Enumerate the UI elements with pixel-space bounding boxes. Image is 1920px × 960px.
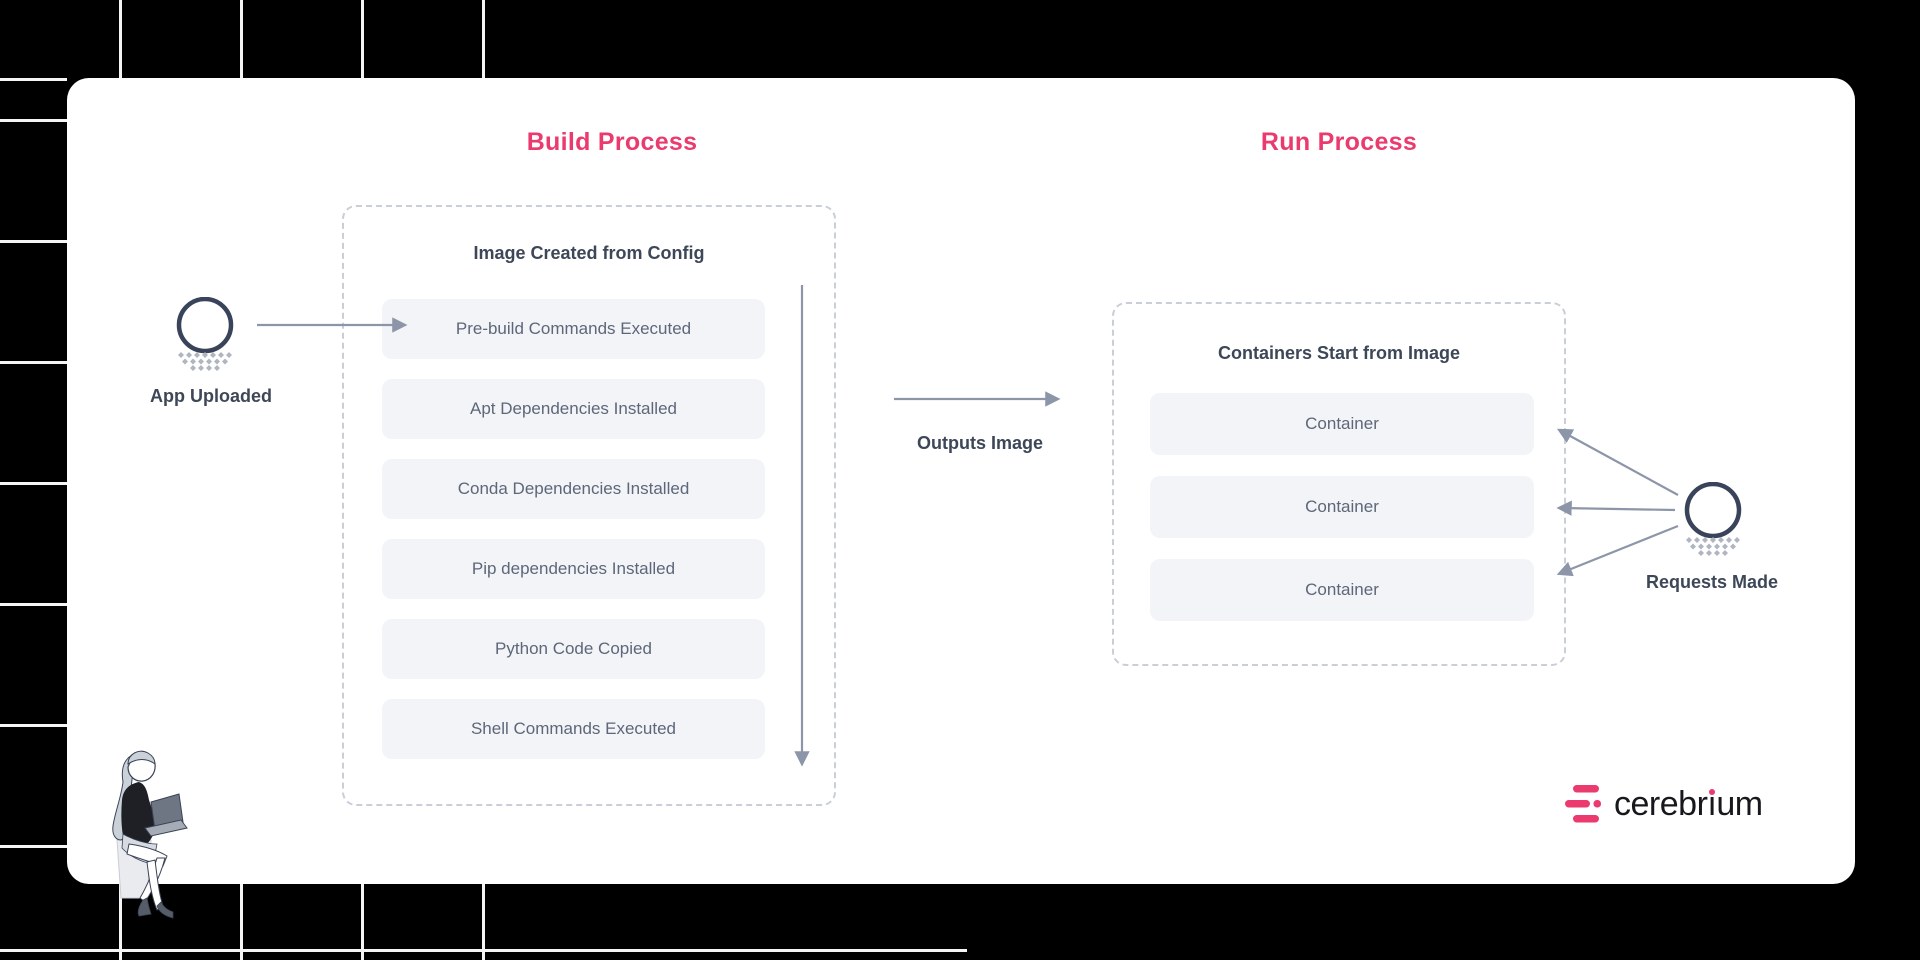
build-step: Apt Dependencies Installed bbox=[382, 379, 765, 439]
container-box: Container bbox=[1150, 476, 1534, 538]
app-uploaded-icon bbox=[165, 297, 245, 377]
outputs-image-label: Outputs Image bbox=[916, 433, 1043, 453]
build-step: Conda Dependencies Installed bbox=[382, 459, 765, 519]
run-box-heading: Containers Start from Image bbox=[1217, 343, 1461, 363]
requests-made-icon bbox=[1673, 482, 1753, 562]
container-box: Container bbox=[1150, 393, 1534, 455]
flow-arrows bbox=[257, 285, 1679, 767]
run-process-title: Run Process bbox=[1260, 128, 1418, 156]
woman-with-laptop-illustration bbox=[112, 750, 188, 919]
grid-line bbox=[0, 949, 967, 952]
build-step: Pre-build Commands Executed bbox=[382, 299, 765, 359]
diagram-card: Build Process Run Process Image Created … bbox=[67, 78, 1855, 884]
cerebrium-logo-icon bbox=[1565, 785, 1601, 823]
grid-line bbox=[0, 78, 67, 81]
arrow-request-to-container-1 bbox=[1556, 428, 1679, 496]
build-step: Pip dependencies Installed bbox=[382, 539, 765, 599]
container-box: Container bbox=[1150, 559, 1534, 621]
build-process-title: Build Process bbox=[526, 128, 698, 156]
build-process-box: Image Created from Config Pre-build Comm… bbox=[342, 205, 836, 806]
app-uploaded-label: App Uploaded bbox=[150, 386, 272, 406]
arrow-request-to-container-2 bbox=[1556, 500, 1676, 516]
arrow-request-to-container-3 bbox=[1556, 524, 1679, 577]
build-step: Shell Commands Executed bbox=[382, 699, 765, 759]
build-box-heading: Image Created from Config bbox=[473, 243, 705, 263]
build-step: Python Code Copied bbox=[382, 619, 765, 679]
requests-made-label: Requests Made bbox=[1645, 572, 1779, 592]
